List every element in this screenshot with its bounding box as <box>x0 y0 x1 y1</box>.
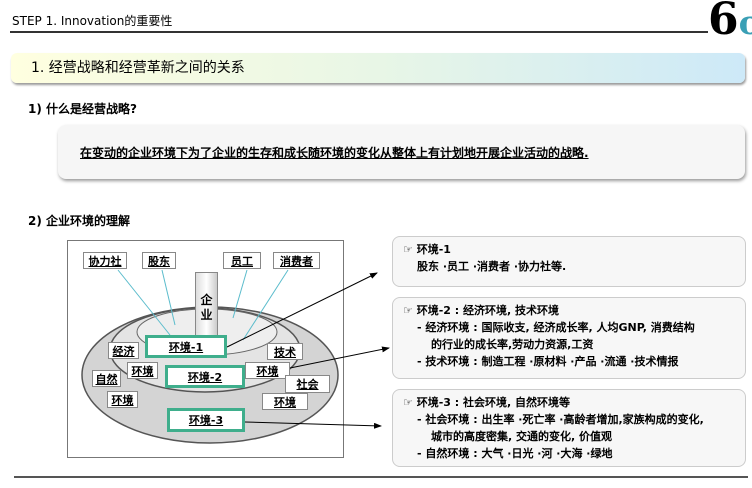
label-consumers: 消费者 <box>273 252 320 269</box>
label-cooperative: 协力社 <box>83 252 127 269</box>
env3-line: - 社会环境 : 出生率 ·死亡率 ·高龄者增加,家族构成的变化, <box>417 413 704 426</box>
arrow-env2 <box>289 346 390 369</box>
pointing-hand-icon: ☞ <box>403 243 413 256</box>
label-employees: 员工 <box>223 252 261 269</box>
company-building: 企业 <box>195 272 218 336</box>
label-env3: 环境-3 <box>167 408 245 432</box>
label-technology: 技术 <box>267 343 303 360</box>
env2-line: 的行业的成长率,劳动力资源,工资 <box>431 338 594 351</box>
label-env-nature: 环境 <box>107 391 138 408</box>
label-env-society: 环境 <box>262 393 308 410</box>
label-shareholders: 股东 <box>142 252 176 269</box>
env3-description-box: ☞ 环境-3 : 社会环境, 自然环境等 - 社会环境 : 出生率 ·死亡率 ·… <box>392 389 746 467</box>
env1-title: 环境-1 <box>416 243 451 256</box>
env2-title: 环境-2 : 经济环境, 技术环境 <box>416 304 560 317</box>
env2-line: - 技术环境 : 制造工程 ·原材料 ·产品 ·流通 ·技术情报 <box>417 355 679 368</box>
env3-title: 环境-3 : 社会环境, 自然环境等 <box>416 396 571 409</box>
label-nature: 自然 <box>92 370 121 387</box>
arrow-env3 <box>244 421 382 429</box>
label-economy: 经济 <box>108 342 139 359</box>
question-2-heading: 2) 企业环境的理解 <box>28 214 131 228</box>
label-society: 社会 <box>285 375 330 393</box>
environment-diagram-frame <box>67 240 344 458</box>
pointing-hand-icon: ☞ <box>403 396 413 409</box>
label-env2: 环境-2 <box>165 365 245 388</box>
footer-divider <box>14 476 748 478</box>
question-1-heading: 1) 什么是经营战略? <box>28 102 137 116</box>
label-env-technology: 环境 <box>245 362 290 379</box>
section-title: 1. 经营战略和经营革新之间的关系 <box>11 53 745 83</box>
six-sigma-logo: 6σ <box>708 0 752 45</box>
definition-box <box>58 125 745 179</box>
label-env-economy: 环境 <box>127 362 158 379</box>
label-env1: 环境-1 <box>145 335 227 358</box>
env2-description-box: ☞ 环境-2 : 经济环境, 技术环境 - 经济环境 : 国际收支, 经济成长率… <box>392 297 746 379</box>
env1-description-box: ☞ 环境-1 股东 ·员工 ·消费者 ·协力社等. <box>392 236 746 287</box>
pointing-hand-icon: ☞ <box>403 304 413 317</box>
env3-line: - 自然环境 : 大气 ·日光 ·河 ·大海 ·绿地 <box>417 447 613 460</box>
env2-line: - 经济环境 : 国际收支, 经济成长率, 人均GNP, 消费结构 <box>417 321 695 334</box>
env3-line: 城市的高度密集, 交通的变化, 价值观 <box>431 430 613 443</box>
page-header-title: STEP 1. Innovation的重要性 <box>12 14 173 28</box>
env1-line: 股东 ·员工 ·消费者 ·协力社等. <box>417 260 567 273</box>
arrow-env1 <box>226 272 378 348</box>
header-divider <box>10 31 708 33</box>
definition-text: 在变动的企业环境下为了企业的生存和成长随环境的变化从整体上有计划地开展企业活动的… <box>80 146 589 160</box>
